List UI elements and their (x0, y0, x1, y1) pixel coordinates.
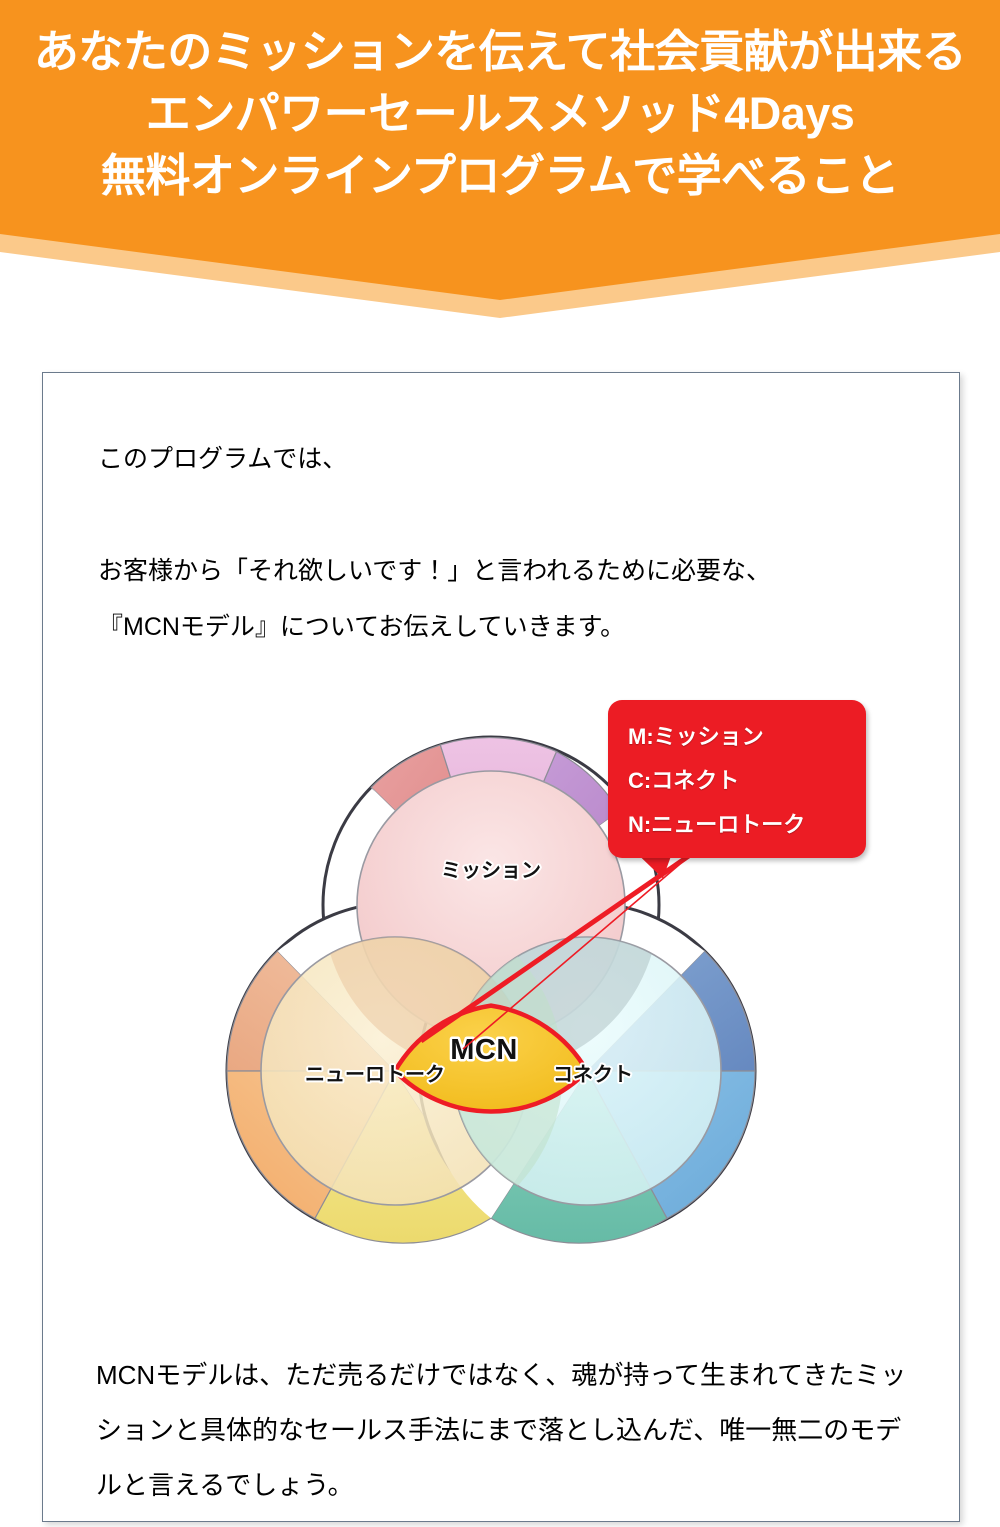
venn-label-mission: ミッション (441, 860, 541, 882)
mcn-venn-diagram: ミッション ニューロトーク コネクト MCN (193, 681, 933, 1261)
venn-svg: ミッション ニューロトーク コネクト MCN (225, 735, 757, 1244)
intro-paragraph: このプログラムでは、 お客様から「それ欲しいです！」と言われるために必要な、 『… (98, 445, 772, 641)
callout-line-list: M:ミッション C:コネクト N:ニューロトーク (628, 715, 858, 847)
hero-title: あなたのミッションを伝えて社会貢献が出来る エンパワーセールスメソッド4Days… (33, 26, 967, 201)
venn-label-neurotalk: ニューロトーク (305, 1063, 445, 1086)
hero-banner-body (0, 0, 1000, 300)
overlap-neurotalk-connect (453, 937, 563, 1205)
outro-paragraph: MCNモデルは、ただ売るだけではなく、魂が持って生まれてきたミッションと具体的な… (96, 1360, 907, 1500)
callout-line-connect: C:コネクト (628, 768, 740, 793)
callout-line-neurotalk: N:ニューロトーク (628, 812, 806, 837)
venn-label-connect: コネクト (553, 1063, 633, 1086)
venn-label-mcn: MCN (450, 1034, 518, 1066)
mcn-legend-callout: M:ミッション C:コネクト N:ニューロトーク (608, 700, 866, 858)
content-card: このプログラムでは、 お客様から「それ欲しいです！」と言われるために必要な、 『… (42, 372, 960, 1522)
callout-leader-lines (419, 850, 695, 1050)
callout-line-mission: M:ミッション (628, 724, 764, 749)
hero-banner: あなたのミッションを伝えて社会貢献が出来る エンパワーセールスメソッド4Days… (0, 0, 1000, 318)
